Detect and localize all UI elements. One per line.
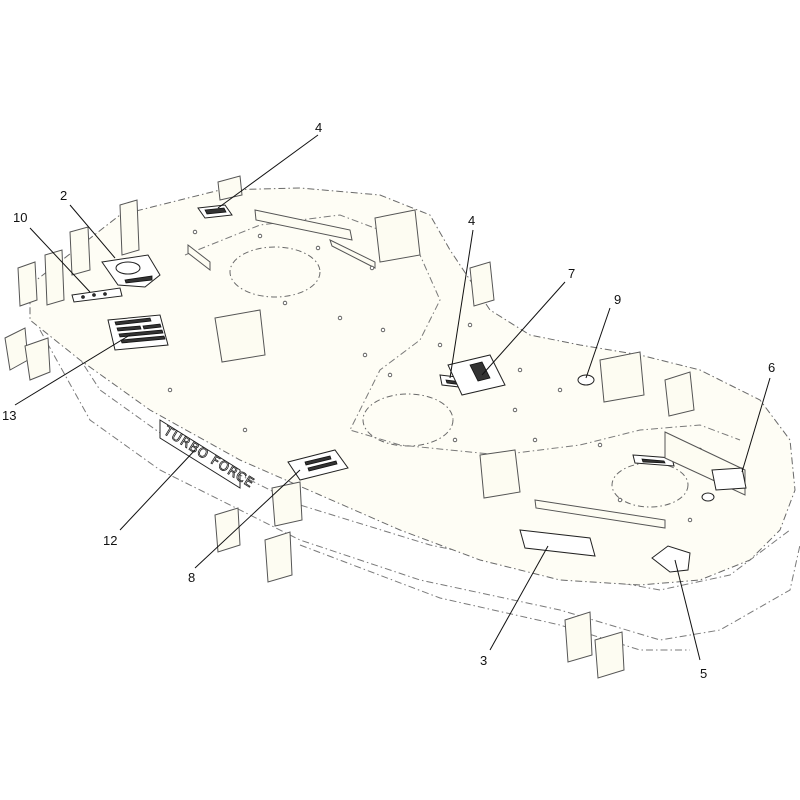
- deck-skirt-lower: [39, 329, 800, 641]
- decal-item-9: [577, 374, 595, 386]
- decal-item-12: [159, 419, 241, 489]
- callout-6: 6: [768, 360, 775, 375]
- blade-opening-left: [229, 246, 321, 298]
- deck-inner-ridge: [184, 214, 741, 456]
- deck-channel-strip-2: [329, 239, 376, 269]
- callout-13: 13: [2, 408, 16, 423]
- callout-10: 10: [13, 210, 27, 225]
- deck-channel-strip-3: [534, 499, 666, 529]
- decal-item-10-marks: [81, 292, 107, 299]
- decal-item-5: [651, 545, 691, 573]
- decal-item-7-pictogram: [469, 361, 491, 382]
- deck-center-brackets: [214, 175, 695, 499]
- deck-top-plate: [29, 187, 796, 586]
- callout-3: 3: [480, 653, 487, 668]
- blade-opening-right: [611, 462, 689, 508]
- callout-12: 12: [103, 533, 117, 548]
- callout-4-left: 4: [315, 120, 322, 135]
- callout-2: 2: [60, 188, 67, 203]
- leader-lines: [14, 134, 771, 661]
- decal-item-2-ring: [115, 261, 141, 275]
- decal-item-6: [711, 467, 747, 491]
- blade-opening-center: [362, 393, 454, 447]
- decal-item-3: [519, 529, 596, 557]
- callout-5: 5: [700, 666, 707, 681]
- deck-channel-strip-4: [187, 243, 211, 272]
- decal-item-4-left-text: [204, 207, 227, 215]
- callout-9: 9: [614, 292, 621, 307]
- decal-item-10: [71, 287, 123, 303]
- decal-item-8-lines: [304, 455, 338, 472]
- decal-small-right-text: [641, 458, 666, 464]
- deck-channel-strip-1: [254, 209, 353, 241]
- callout-4-center: 4: [468, 213, 475, 228]
- deck-front-brackets: [214, 481, 625, 679]
- decal-item-2-strip: [124, 275, 153, 284]
- deck-left-brackets: [4, 199, 140, 381]
- decal-item-9-second: [701, 492, 715, 502]
- callout-7: 7: [568, 266, 575, 281]
- deck-front-rail: [299, 544, 690, 651]
- callout-8: 8: [188, 570, 195, 585]
- deck-skirt-upper: [44, 304, 791, 591]
